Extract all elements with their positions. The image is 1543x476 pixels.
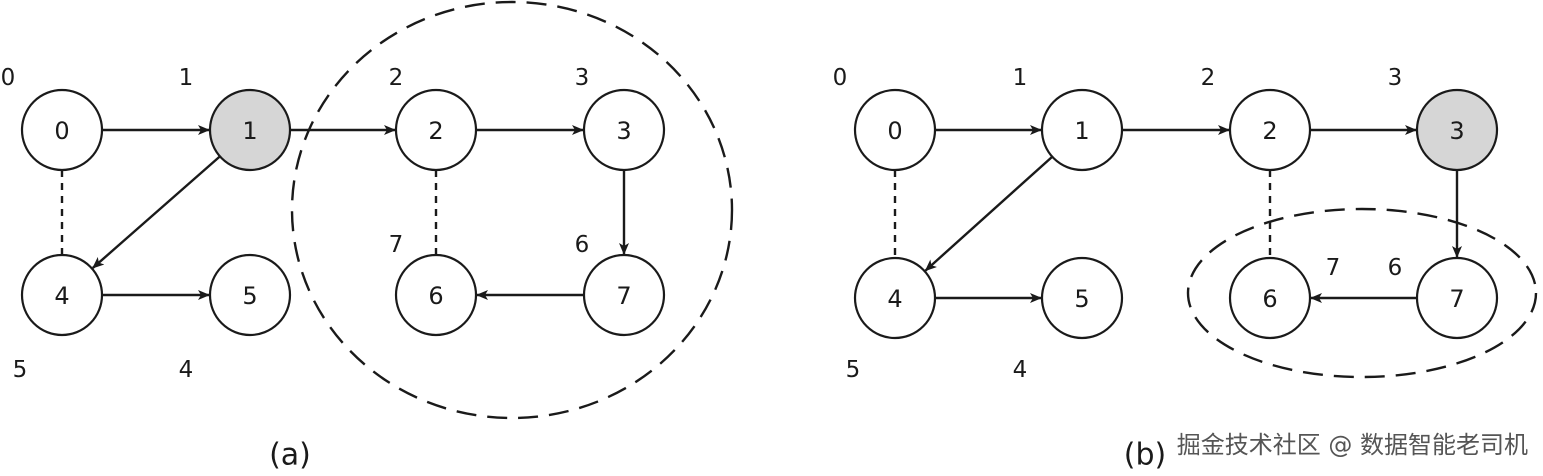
panel-a-node-3-label: 3 (616, 117, 631, 145)
panel-a-node-5: 5 (208, 253, 292, 337)
panel-a-dfs-subtree-region (290, 0, 734, 420)
panel-b-edges (893, 125, 1462, 303)
panel-b-node-5-label: 5 (1074, 285, 1089, 313)
panel-b-node-7-circle (1415, 256, 1499, 340)
panel-a-node-1-label: 1 (242, 117, 257, 145)
panel-b-node-0-circle (853, 88, 937, 172)
panel-b-node-1-label: 1 (1074, 117, 1089, 145)
panel-a-node-2-order-label: 2 (389, 65, 404, 91)
panel-a-node-2-label: 2 (428, 117, 443, 145)
panel-a-node-3-order-label: 3 (575, 65, 590, 91)
watermark: 掘金技术社区 @ 数据智能老司机 (1177, 431, 1528, 459)
panel-b-node-4-order-label: 6 (1388, 255, 1403, 281)
panel-a-node-1-order-label: 1 (179, 65, 194, 91)
panel-b-node-0-order-label: 0 (833, 65, 848, 91)
panel-a-node-6-circle (394, 253, 478, 337)
panel-b-node-0: 0 (853, 88, 937, 172)
panel-a-node-0-label: 0 (54, 117, 69, 145)
panel-b-node-2: 2 (1228, 88, 1312, 172)
panel-a-node-1-circle (208, 88, 292, 172)
panel-b-node-2-circle (1228, 88, 1312, 172)
panel-b-node-4-circle (853, 256, 937, 340)
panel-a-node-7: 7 (582, 253, 666, 337)
panel-b-caption: (b) (1124, 438, 1166, 473)
panel-a-caption: (a) (269, 438, 311, 473)
panel-a-edges (60, 125, 629, 300)
panel-b-node-1-circle (1040, 88, 1124, 172)
panel-b-node-6-order-label: 5 (846, 357, 861, 383)
panel-a-node-1: 1 (208, 88, 292, 172)
panel-b-nodes: 0 0 1 1 2 2 3 3 4 6 5 7 6 5 7 4 (833, 65, 1499, 383)
panel-a-node-0: 0 (20, 88, 104, 172)
panel-a-node-2: 2 (394, 88, 478, 172)
panel-b-node-6-circle (1228, 256, 1312, 340)
panel-b-node-7: 7 (1415, 256, 1499, 340)
panel-a-node-6: 6 (394, 253, 478, 337)
panel-b-node-7-order-label: 4 (1013, 357, 1028, 383)
panel-b-node-3-circle (1415, 88, 1499, 172)
panel-b-node-3: 3 (1415, 88, 1499, 172)
panel-a-node-0-circle (20, 88, 104, 172)
panel-a-node-5-circle (208, 253, 292, 337)
panel-b-node-3-label: 3 (1449, 117, 1464, 145)
panel-b-node-4-label: 4 (887, 285, 902, 313)
panel-b-node-4: 4 (853, 256, 937, 340)
panel-a-node-3: 3 (582, 88, 666, 172)
panel-a-node-3-circle (582, 88, 666, 172)
panel-a-node-7-order-label: 4 (179, 357, 194, 383)
panel-b-edge-1-4 (924, 155, 1054, 272)
panel-b-node-5: 5 (1040, 256, 1124, 340)
panel-a-node-4-circle (20, 253, 104, 337)
panel-a-edge-1-4 (92, 155, 221, 269)
panel-b-dfs-subtree-region (1186, 207, 1538, 379)
panel-a-node-6-order-label: 5 (13, 357, 28, 383)
panel-a-node-2-circle (394, 88, 478, 172)
panel-a-node-5-label: 5 (242, 282, 257, 310)
panel-a-node-7-circle (582, 253, 666, 337)
panel-a-node-5-order-label: 7 (389, 232, 404, 258)
panel-b-node-1-order-label: 1 (1013, 65, 1028, 91)
panel-b-node-1: 1 (1040, 88, 1124, 172)
panel-a-node-4: 4 (20, 253, 104, 337)
panel-b-node-6-label: 6 (1262, 285, 1277, 313)
panel-a-node-6-label: 6 (428, 282, 443, 310)
panel-b-node-5-circle (1040, 256, 1124, 340)
panel-b-node-5-order-label: 7 (1326, 255, 1341, 281)
panel-b: 0 0 1 1 2 2 3 3 4 6 5 7 6 5 7 4 (b) (833, 65, 1538, 473)
panel-a-node-7-label: 7 (616, 282, 631, 310)
panel-b-node-7-label: 7 (1449, 285, 1464, 313)
panel-b-node-6: 6 (1228, 256, 1312, 340)
panel-b-node-2-label: 2 (1262, 117, 1277, 145)
panel-a-node-4-label: 4 (54, 282, 69, 310)
panel-b-node-3-order-label: 3 (1388, 65, 1403, 91)
panel-b-node-0-label: 0 (887, 117, 902, 145)
panel-a-node-4-order-label: 6 (575, 232, 590, 258)
panel-a-node-0-order-label: 0 (1, 65, 16, 91)
panel-b-node-2-order-label: 2 (1201, 65, 1216, 91)
